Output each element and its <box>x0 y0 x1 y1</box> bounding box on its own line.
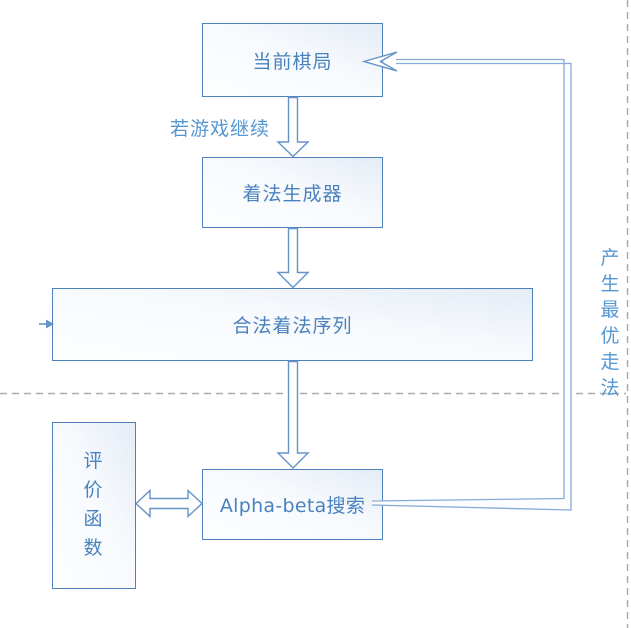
node-label-evaluation-function: 评价函数 <box>83 450 103 559</box>
node-label-legal-moves: 合法着法序列 <box>232 315 353 337</box>
node-label-move-generator: 着法生成器 <box>242 183 343 205</box>
feedback-connector-band-fill <box>372 59 571 510</box>
flowchart-node-current-board: 当前棋局 <box>202 23 383 97</box>
node-label-alpha-beta-search: Alpha-beta搜索 <box>219 495 366 517</box>
down-arrow-current-to-generator-icon <box>276 96 310 158</box>
flowchart-node-legal-moves: 合法着法序列 <box>52 288 533 361</box>
edge-label-if-game-continues: 若游戏继续 <box>170 118 271 140</box>
flowchart-node-alpha-beta-search: Alpha-beta搜索 <box>202 469 383 540</box>
feedback-connector-outer-line <box>371 62 572 511</box>
double-headed-arrow-eval-alphabeta-icon <box>134 488 204 519</box>
edge-label-produce-best-move: 产生最优走法 <box>600 247 620 399</box>
node-label-current-board: 当前棋局 <box>252 50 333 73</box>
feedback-connector-inner-line <box>371 58 565 502</box>
down-arrow-legal-to-alphabeta-icon <box>276 360 310 469</box>
flowchart-node-move-generator: 着法生成器 <box>202 157 383 228</box>
down-arrow-generator-to-legal-icon <box>276 227 310 289</box>
